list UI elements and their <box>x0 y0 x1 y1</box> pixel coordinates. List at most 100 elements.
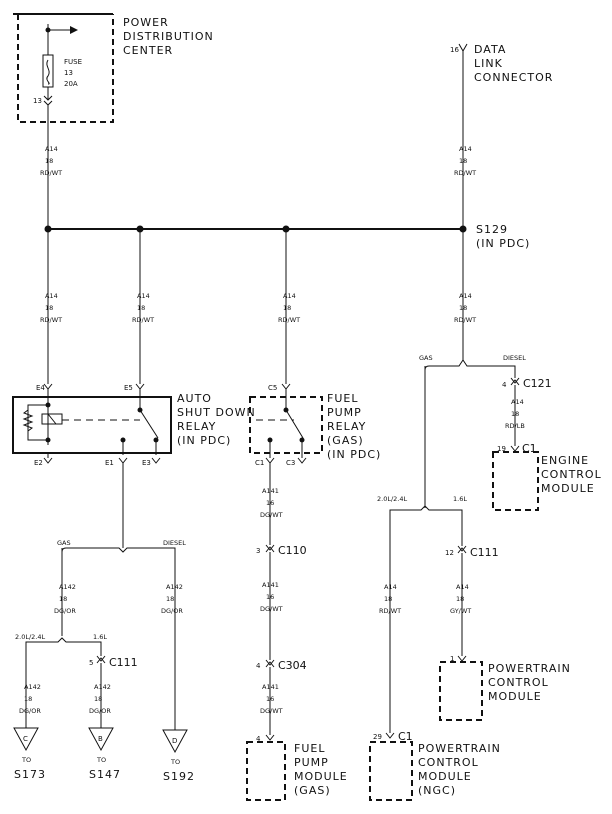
svg-text:MODULE: MODULE <box>541 482 595 495</box>
svg-text:18: 18 <box>45 304 53 312</box>
svg-text:RD/WT: RD/WT <box>454 169 476 177</box>
svg-text:B: B <box>98 735 103 743</box>
svg-text:A141: A141 <box>262 487 279 495</box>
svg-text:18: 18 <box>283 304 291 312</box>
svg-text:S129: S129 <box>476 223 508 236</box>
svg-text:C1: C1 <box>398 730 413 743</box>
svg-text:16: 16 <box>266 593 274 601</box>
svg-text:A141: A141 <box>262 581 279 589</box>
svg-text:1.6L: 1.6L <box>453 495 467 503</box>
svg-text:DG/OR: DG/OR <box>54 607 76 615</box>
wire-label: A14 <box>45 145 58 153</box>
engine-control-module: ENGINE CONTROL MODULE <box>492 451 601 511</box>
svg-text:D: D <box>172 737 177 745</box>
svg-text:DG/OR: DG/OR <box>161 607 183 615</box>
svg-text:A142: A142 <box>24 683 41 691</box>
svg-text:CONNECTOR: CONNECTOR <box>474 71 553 84</box>
svg-text:3: 3 <box>256 547 260 555</box>
fuse-number: 13 <box>64 69 73 77</box>
svg-text:18: 18 <box>45 157 53 165</box>
svg-text:18: 18 <box>137 304 145 312</box>
svg-text:DG/WT: DG/WT <box>260 707 283 715</box>
svg-text:18: 18 <box>166 595 174 603</box>
drop-wire-labels: A14 18 RD/WT A14 18 RD/WT A14 18 RD/WT A… <box>40 292 476 324</box>
svg-text:PUMP: PUMP <box>327 406 362 419</box>
svg-text:E2: E2 <box>34 459 43 467</box>
svg-text:CONTROL: CONTROL <box>418 756 479 769</box>
svg-text:DATA: DATA <box>474 43 506 56</box>
svg-text:CONTROL: CONTROL <box>488 676 549 689</box>
svg-text:C5: C5 <box>268 384 277 392</box>
svg-text:GAS: GAS <box>419 354 433 362</box>
svg-text:(IN PDC): (IN PDC) <box>177 434 231 447</box>
svg-text:2.0L/2.4L: 2.0L/2.4L <box>15 633 45 641</box>
svg-text:DIESEL: DIESEL <box>163 539 186 547</box>
svg-text:RD/WT: RD/WT <box>40 169 62 177</box>
svg-text:FUEL: FUEL <box>327 392 358 405</box>
svg-text:18: 18 <box>511 410 519 418</box>
svg-text:DG/WT: DG/WT <box>260 605 283 613</box>
splice-s129: S129 (IN PDC) <box>44 223 530 250</box>
terminal-b: B TO S147 <box>88 727 121 781</box>
svg-text:(NGC): (NGC) <box>418 784 456 797</box>
svg-text:RD/WT: RD/WT <box>132 316 154 324</box>
svg-text:POWERTRAIN: POWERTRAIN <box>418 742 501 755</box>
svg-text:DIESEL: DIESEL <box>503 354 526 362</box>
svg-text:A14: A14 <box>283 292 296 300</box>
svg-text:RD/WT: RD/WT <box>40 316 62 324</box>
svg-text:RD/WT: RD/WT <box>379 607 401 615</box>
svg-text:16: 16 <box>266 499 274 507</box>
svg-text:DG/OR: DG/OR <box>19 707 41 715</box>
svg-text:A14: A14 <box>45 292 58 300</box>
svg-text:DG/OR: DG/OR <box>89 707 111 715</box>
svg-text:18: 18 <box>459 304 467 312</box>
svg-text:E5: E5 <box>124 384 133 392</box>
svg-text:MODULE: MODULE <box>488 690 542 703</box>
svg-text:29: 29 <box>373 733 382 741</box>
svg-text:A14: A14 <box>456 583 469 591</box>
auto-shutdown-relay: E4 E5 E2 E1 E3 AUTO SHUT DOWN RELAY (IN … <box>12 383 256 467</box>
svg-text:MODULE: MODULE <box>294 770 348 783</box>
svg-text:(IN PDC): (IN PDC) <box>327 448 381 461</box>
svg-text:A14: A14 <box>459 292 472 300</box>
svg-text:1.6L: 1.6L <box>93 633 107 641</box>
svg-text:C111: C111 <box>109 656 138 669</box>
svg-text:12: 12 <box>445 549 454 557</box>
svg-text:5: 5 <box>89 659 93 667</box>
svg-text:A142: A142 <box>94 683 111 691</box>
svg-text:18: 18 <box>456 595 464 603</box>
svg-text:FUEL: FUEL <box>294 742 325 755</box>
fuel-pump-relay: C5 C1 C3 FUEL PUMP RELAY (GAS) (IN PDC) <box>249 383 381 467</box>
svg-text:RD/WT: RD/WT <box>454 316 476 324</box>
fuel-pump-module: FUEL PUMP MODULE (GAS) <box>246 741 348 801</box>
powertrain-control-module: POWERTRAIN CONTROL MODULE <box>439 661 570 721</box>
svg-text:LINK: LINK <box>474 57 503 70</box>
svg-text:TO: TO <box>21 756 31 764</box>
pdc-label-3: CENTER <box>123 44 173 57</box>
svg-text:(GAS): (GAS) <box>327 434 364 447</box>
svg-text:C111: C111 <box>470 546 499 559</box>
fuse-label: FUSE <box>64 58 82 66</box>
svg-text:2.0L/2.4L: 2.0L/2.4L <box>377 495 407 503</box>
svg-text:18: 18 <box>24 695 32 703</box>
svg-text:4: 4 <box>502 381 507 389</box>
svg-text:C121: C121 <box>523 377 552 390</box>
terminal-d: D TO S192 <box>162 729 195 783</box>
svg-text:A14: A14 <box>459 145 472 153</box>
pdc-pin: 13 <box>33 97 42 105</box>
svg-text:A142: A142 <box>59 583 76 591</box>
svg-text:C1: C1 <box>522 442 537 455</box>
svg-text:E4: E4 <box>36 384 45 392</box>
svg-text:S192: S192 <box>163 770 195 783</box>
svg-text:1: 1 <box>450 655 454 663</box>
svg-text:SHUT DOWN: SHUT DOWN <box>177 406 256 419</box>
svg-text:16: 16 <box>266 695 274 703</box>
svg-text:E1: E1 <box>105 459 114 467</box>
svg-text:C1: C1 <box>255 459 264 467</box>
svg-text:GY/WT: GY/WT <box>450 607 471 615</box>
svg-text:(IN PDC): (IN PDC) <box>476 237 530 250</box>
pdc-label-1: POWER <box>123 16 169 29</box>
svg-text:S147: S147 <box>89 768 121 781</box>
power-distribution-center: FUSE 13 20A 13 POWER DISTRIBUTION CENTER <box>13 13 213 123</box>
